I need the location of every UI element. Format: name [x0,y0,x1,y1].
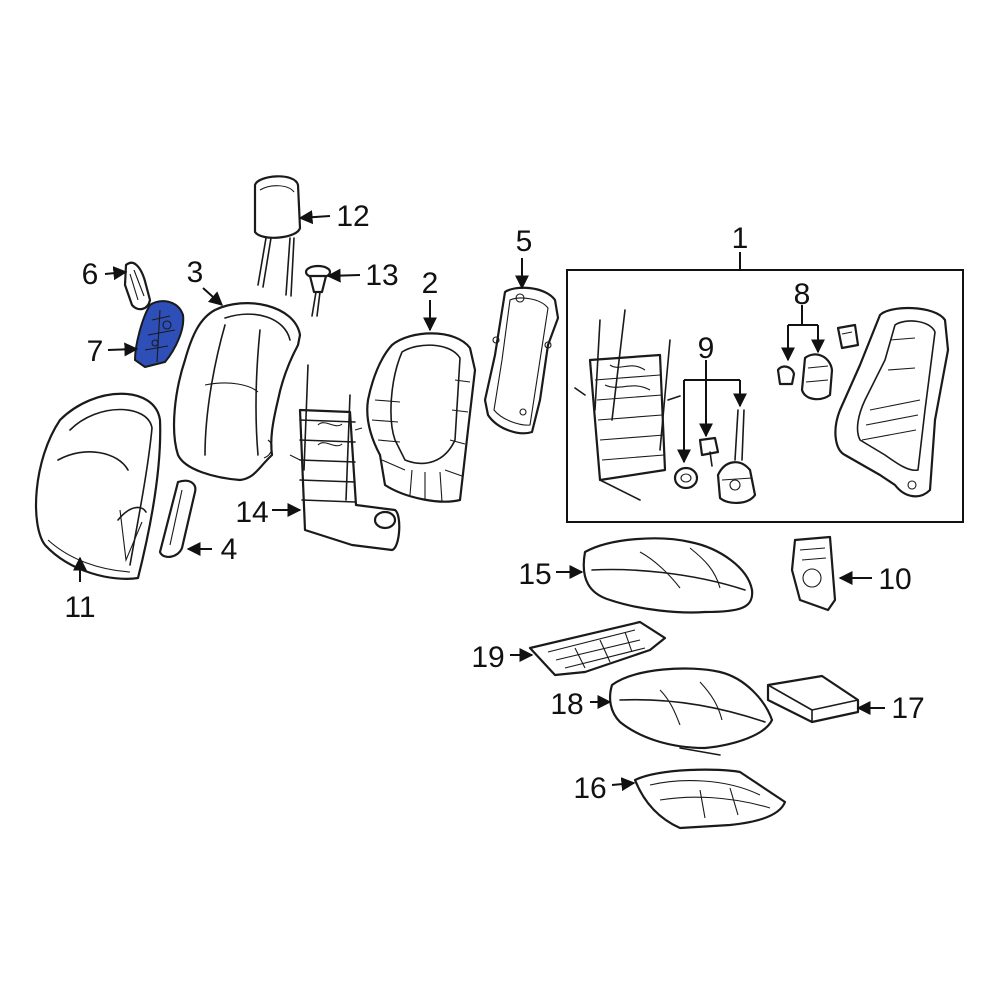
callout-13: 13 [365,259,398,292]
part-1-wire-frame[interactable] [574,309,681,501]
part-19-heater-pad[interactable] [528,620,667,677]
part-17-foam-block[interactable] [766,674,860,724]
callout-18: 18 [550,688,583,721]
callout-3: 3 [187,256,204,289]
callout-6: 6 [82,258,99,291]
callout-10: 10 [878,563,911,596]
part-1-assembly-box [566,269,964,523]
part-18-cushion-pad[interactable] [609,667,774,756]
part-6-trim-piece[interactable] [123,261,152,311]
callout-16: 16 [573,772,606,805]
part-9-bolt[interactable] [698,436,720,467]
callout-15: 15 [518,558,551,591]
part-10-adjuster-switch[interactable] [790,535,837,612]
callout-9: 9 [698,332,715,365]
callout-11: 11 [64,591,95,624]
part-8-bolt[interactable] [776,365,796,386]
part-1-clip[interactable] [836,323,860,350]
callout-12: 12 [336,200,369,233]
part-14-lumbar-support[interactable] [289,364,401,552]
part-13-headrest-guide[interactable] [304,264,332,317]
part-8-actuator[interactable] [800,353,834,401]
callout-5: 5 [516,225,533,258]
callout-2: 2 [422,267,439,300]
part-1-seatback-frame[interactable] [834,306,950,498]
part-2-seatback-frame[interactable] [366,332,477,503]
callout-8: 8 [794,278,811,311]
callout-1: 1 [732,222,749,255]
part-15-cushion-cover[interactable] [582,537,754,614]
callout-7: 7 [87,335,104,368]
part-4-side-panel[interactable] [158,479,197,558]
part-11-seatback-cover[interactable] [34,392,162,580]
callout-14: 14 [235,496,268,529]
part-1-recliner-motor[interactable] [716,409,757,504]
part-3-seatback-upholstery[interactable] [172,302,302,482]
callout-4: 4 [221,533,238,566]
part-9-washer[interactable] [673,466,699,490]
leader-lines [73,210,885,792]
callout-19: 19 [471,641,504,674]
callout-labels: 1 2 3 4 5 6 7 8 9 10 11 12 13 14 15 16 1… [64,200,924,805]
part-7-highlighted-cover[interactable] [133,300,185,369]
part-16-cushion-frame[interactable] [633,768,787,830]
callout-17: 17 [891,692,924,725]
part-5-rear-panel[interactable] [483,286,560,435]
part-12-headrest[interactable] [253,175,302,297]
